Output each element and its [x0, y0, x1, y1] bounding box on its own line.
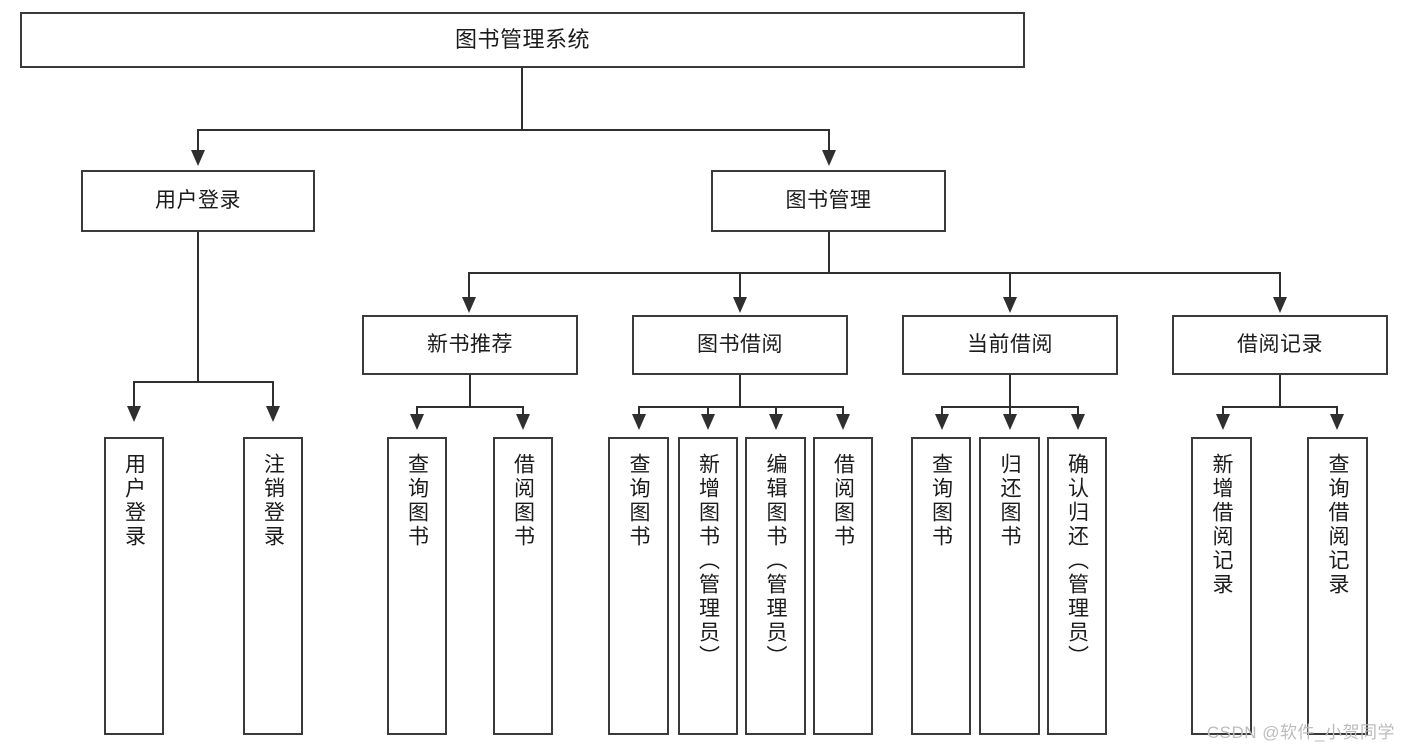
connector-bb-drop-3: [775, 406, 777, 416]
arrow-to-leaf-query-book-3: [935, 414, 949, 430]
node-label: 归还图书: [998, 453, 1021, 549]
connector-user-login-bus: [133, 381, 273, 383]
arrow-to-leaf-return-book: [1003, 414, 1017, 430]
node-label: 新增借阅记录: [1210, 453, 1233, 597]
connector-nbr-drop-2: [522, 406, 524, 416]
arrow-to-leaf-edit-book-admin: [769, 414, 783, 430]
node-borrow-record[interactable]: 借阅记录: [1172, 315, 1388, 375]
connector-cb-stem: [1009, 375, 1011, 407]
node-label: 查询图书: [929, 453, 953, 549]
connector-bb-bus: [638, 406, 844, 408]
leaf-return-book[interactable]: 归还图书: [979, 437, 1040, 735]
connector-bb-drop-2: [707, 406, 709, 416]
leaf-user-login[interactable]: 用户登录: [104, 437, 164, 735]
connector-bm-drop-3: [1009, 272, 1011, 298]
connector-user-login-drop-1: [133, 381, 135, 407]
node-label: 查询借阅记录: [1326, 453, 1349, 597]
arrow-to-borrow-record: [1273, 297, 1287, 313]
connector-bm-drop-4: [1279, 272, 1281, 298]
leaf-borrow-book-borrow[interactable]: 借阅图书: [813, 437, 873, 735]
connector-root-stem: [521, 68, 523, 130]
leaf-add-borrow-record[interactable]: 新增借阅记录: [1191, 437, 1252, 735]
node-label: 查询图书: [405, 453, 429, 549]
connector-root-drop-user-login: [197, 129, 199, 151]
connector-nbr-stem: [469, 375, 471, 407]
node-book-management[interactable]: 图书管理: [711, 170, 946, 232]
connector-user-login-drop-2: [272, 381, 274, 407]
connector-user-login-stem: [197, 232, 199, 382]
node-label: 借阅记录: [1237, 332, 1323, 356]
node-label: 新增图书（管理员）: [696, 453, 720, 669]
connector-cb-drop-1: [941, 406, 943, 416]
arrow-to-leaf-user-login: [127, 406, 141, 422]
node-label: 用户登录: [122, 453, 146, 549]
arrow-to-user-login: [191, 150, 205, 166]
arrow-to-leaf-borrow-book-1: [516, 414, 530, 430]
arrow-to-leaf-add-book-admin: [701, 414, 715, 430]
connector-book-management-bus: [468, 272, 1280, 274]
leaf-query-book-recommend[interactable]: 查询图书: [387, 437, 447, 735]
connector-bb-drop-1: [638, 406, 640, 416]
leaf-query-borrow-record[interactable]: 查询借阅记录: [1307, 437, 1368, 735]
connector-book-management-stem: [828, 232, 830, 274]
node-label: 当前借阅: [967, 332, 1053, 356]
watermark-text: CSDN @软件_小贺同学: [1206, 723, 1395, 742]
leaf-query-book-current[interactable]: 查询图书: [911, 437, 971, 735]
connector-bb-drop-4: [842, 406, 844, 416]
connector-br-drop-1: [1222, 406, 1224, 416]
arrow-to-new-book-recommend: [462, 297, 476, 313]
arrow-to-book-management: [822, 150, 836, 166]
connector-nbr-bus: [416, 406, 524, 408]
node-label: 编辑图书（管理员）: [764, 453, 787, 669]
node-label: 借阅图书: [831, 453, 855, 549]
connector-root-bus: [198, 129, 830, 131]
node-label: 确认归还（管理员）: [1065, 453, 1089, 669]
node-book-borrow[interactable]: 图书借阅: [632, 315, 848, 375]
arrow-to-leaf-query-borrow-record: [1330, 414, 1344, 430]
node-label: 图书管理: [785, 188, 872, 212]
connector-cb-drop-2: [1009, 406, 1011, 416]
leaf-edit-book-admin[interactable]: 编辑图书（管理员）: [745, 437, 806, 735]
connector-root-drop-book-management: [828, 129, 830, 151]
leaf-add-book-admin[interactable]: 新增图书（管理员）: [678, 437, 738, 735]
node-book-management-system[interactable]: 图书管理系统: [20, 12, 1025, 68]
node-label: 查询图书: [627, 453, 650, 549]
connector-bm-drop-1: [468, 272, 470, 298]
leaf-logout-login[interactable]: 注销登录: [243, 437, 303, 735]
connector-br-stem: [1279, 375, 1281, 407]
connector-bm-drop-2: [739, 272, 741, 298]
leaf-borrow-book-recommend[interactable]: 借阅图书: [493, 437, 553, 735]
node-label: 图书借阅: [697, 332, 783, 356]
connector-cb-drop-3: [1077, 406, 1079, 416]
arrow-to-book-borrow: [733, 297, 747, 313]
arrow-to-leaf-logout-login: [266, 406, 280, 422]
arrow-to-current-borrow: [1003, 297, 1017, 313]
arrow-to-leaf-borrow-book-2: [836, 414, 850, 430]
node-label: 用户登录: [155, 188, 241, 212]
node-label: 注销登录: [261, 453, 285, 549]
arrow-to-leaf-add-borrow-record: [1216, 414, 1230, 430]
connector-nbr-drop-1: [416, 406, 418, 416]
node-new-book-recommend[interactable]: 新书推荐: [362, 315, 578, 375]
arrow-to-leaf-query-book-1: [410, 414, 424, 430]
node-label: 图书管理系统: [454, 27, 590, 53]
node-label: 借阅图书: [511, 453, 535, 549]
leaf-confirm-return-admin[interactable]: 确认归还（管理员）: [1047, 437, 1107, 735]
arrow-to-leaf-confirm-return-admin: [1071, 414, 1085, 430]
leaf-query-book-borrow[interactable]: 查询图书: [608, 437, 669, 735]
node-label: 新书推荐: [427, 332, 513, 356]
connector-bb-stem: [739, 375, 741, 407]
node-user-login[interactable]: 用户登录: [81, 170, 315, 232]
connector-br-drop-2: [1336, 406, 1338, 416]
arrow-to-leaf-query-book-2: [632, 414, 646, 430]
node-current-borrow[interactable]: 当前借阅: [902, 315, 1118, 375]
connector-br-bus: [1222, 406, 1338, 408]
